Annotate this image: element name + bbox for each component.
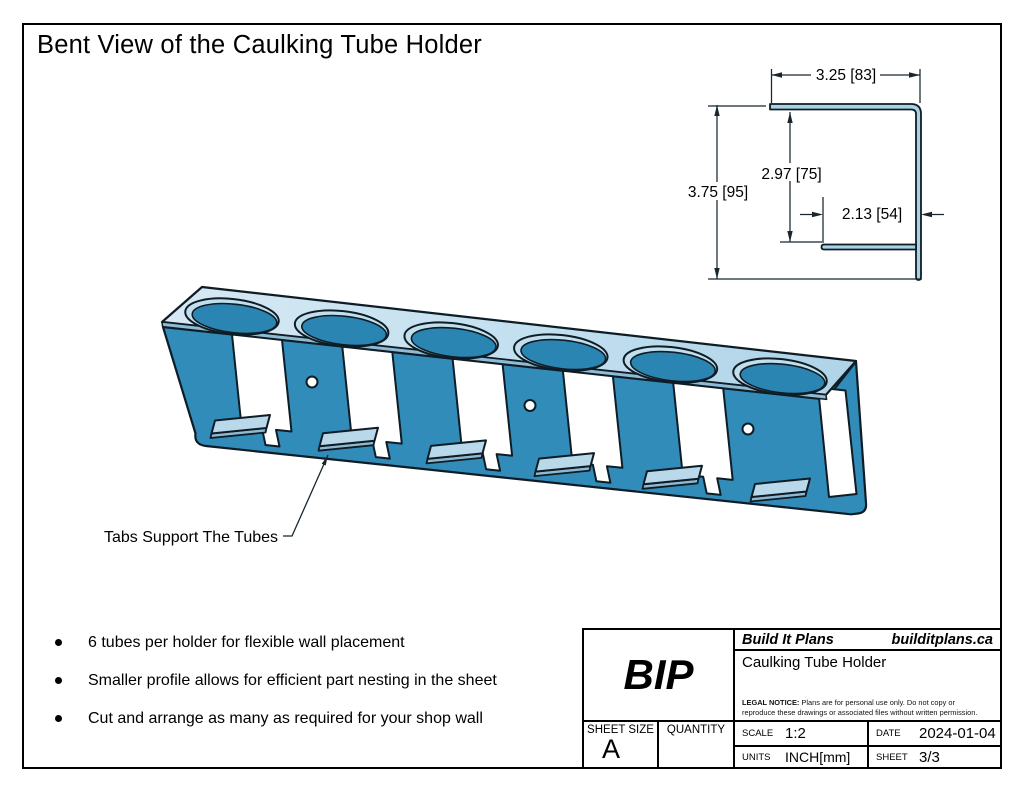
bullet-icon: [55, 639, 62, 646]
sheet-size-cell: SHEET SIZE A: [584, 722, 659, 767]
tube-hole-bore: [520, 338, 607, 371]
support-tab: [750, 477, 811, 498]
dim-tab-depth: 2.13 [54]: [842, 206, 902, 223]
legal-notice: LEGAL NOTICE: Plans are for personal use…: [742, 698, 997, 718]
profile-tab: [820, 243, 917, 251]
mounting-hole: [305, 375, 319, 389]
profile-dimension-view: 3.25 [83] 3.75 [95] 2.97 [75] 2.13 [54]: [683, 66, 944, 281]
title-block: BIP Build It Plans builditplans.ca Caulk…: [582, 628, 1002, 769]
quantity-cell: QUANTITY: [659, 722, 735, 767]
legal-notice-label: LEGAL NOTICE:: [742, 698, 800, 707]
mounting-hole: [523, 399, 537, 412]
tube-hole-bore: [301, 314, 388, 347]
note-item: Cut and arrange as many as required for …: [55, 710, 483, 728]
date-cell: DATE 2024-01-04: [869, 722, 1000, 747]
profile-bent-sheet: [769, 103, 922, 281]
part-name-cell: Caulking Tube Holder LEGAL NOTICE: Plans…: [735, 651, 1000, 722]
date-label: DATE: [876, 728, 901, 739]
date-value: 2024-01-04: [919, 725, 996, 742]
company-logo: BIP: [623, 651, 694, 698]
tube-hole-bore: [629, 350, 716, 383]
support-tab: [534, 452, 595, 473]
note-text: 6 tubes per holder for flexible wall pla…: [88, 634, 405, 651]
sheet-number-cell: SHEET 3/3: [869, 747, 1000, 767]
leader-arrowhead: [321, 455, 328, 466]
sheet-size-value: A: [602, 734, 621, 764]
dim-flange-width: 3.25 [83]: [816, 67, 876, 84]
scale-value: 1:2: [785, 725, 806, 742]
cutout-window: [817, 386, 858, 498]
sheet-label: SHEET: [876, 751, 908, 763]
tube-hole-bore: [410, 326, 497, 359]
annotation-label: Tabs Support The Tubes: [104, 529, 278, 546]
scale-cell: SCALE 1:2: [735, 722, 869, 747]
brand-row: Build It Plans builditplans.ca: [735, 630, 1000, 651]
company-name: Build It Plans: [742, 631, 834, 648]
dim-inner-height: 2.97 [75]: [761, 166, 821, 183]
units-cell: UNITS INCH[mm]: [735, 747, 869, 767]
dim-overall-height: 3.75 [95]: [688, 184, 748, 201]
note-item: 6 tubes per holder for flexible wall pla…: [55, 634, 405, 652]
bullet-icon: [55, 677, 62, 684]
support-tab: [318, 426, 379, 448]
legal-notice-line2: reproduce these drawings or associated f…: [742, 708, 978, 717]
mounting-hole: [741, 422, 755, 436]
legal-notice-line1: Plans are for personal use only. Do not …: [799, 698, 955, 707]
logo-cell: BIP: [584, 630, 735, 722]
part-name: Caulking Tube Holder: [742, 654, 887, 671]
company-website: builditplans.ca: [891, 631, 993, 648]
note-item: Smaller profile allows for efficient par…: [55, 672, 497, 690]
bullet-icon: [55, 715, 62, 722]
note-text: Cut and arrange as many as required for …: [88, 710, 483, 727]
page-title: Bent View of the Caulking Tube Holder: [37, 31, 482, 59]
units-value: INCH[mm]: [785, 749, 851, 765]
sheet-size-label: SHEET SIZE: [587, 724, 654, 736]
scale-label: SCALE: [742, 728, 774, 739]
sheet-border: [22, 23, 1002, 769]
sheet-value: 3/3: [919, 748, 940, 766]
support-tab: [426, 439, 487, 460]
support-tab: [642, 464, 703, 486]
tube-hole-bore: [191, 302, 278, 335]
support-tab: [210, 414, 271, 435]
annotation: Tabs Support The Tubes: [104, 454, 329, 546]
units-label: UNITS: [742, 751, 771, 763]
tube-hole-bore: [739, 362, 826, 395]
holder-3d-view: [160, 285, 868, 516]
leader-line: [283, 454, 329, 537]
quantity-label: QUANTITY: [666, 724, 726, 736]
note-text: Smaller profile allows for efficient par…: [88, 672, 497, 689]
